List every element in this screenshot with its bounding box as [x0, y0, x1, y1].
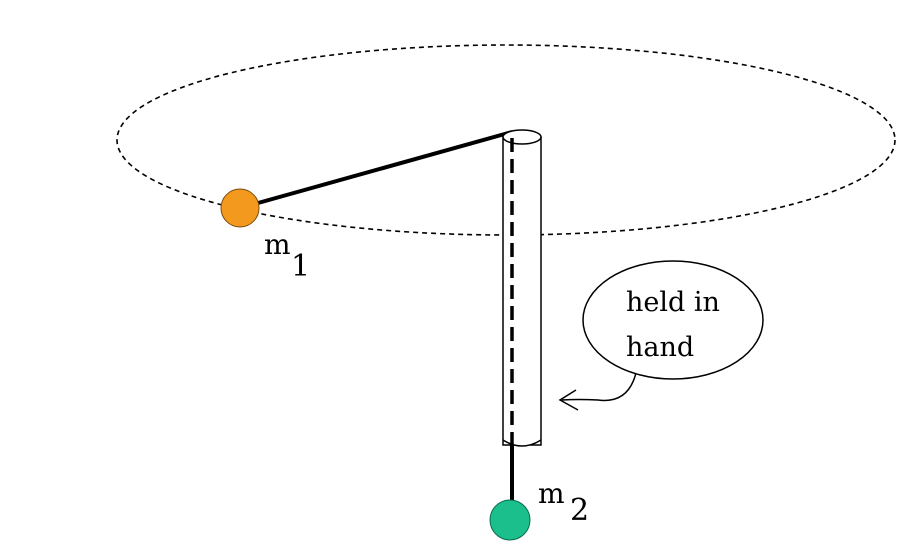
mass-2-ball: [489, 499, 531, 541]
tube-top-opening: [502, 129, 542, 145]
mass-1-ball: [220, 188, 260, 228]
callout-bubble: [582, 260, 764, 380]
callout-pointer: [561, 372, 637, 402]
callout-line-2: hand: [626, 332, 694, 363]
callout-line-1: held in: [626, 287, 720, 318]
string-horizontal: [257, 130, 513, 205]
mass-2-symbol: m: [538, 477, 565, 510]
callout-arrowhead: [558, 389, 579, 411]
mass-1-symbol: m: [264, 228, 291, 261]
tube: [502, 136, 542, 446]
mass-2-subscript: 2: [570, 493, 589, 528]
mass-1-subscript: 1: [291, 249, 310, 284]
